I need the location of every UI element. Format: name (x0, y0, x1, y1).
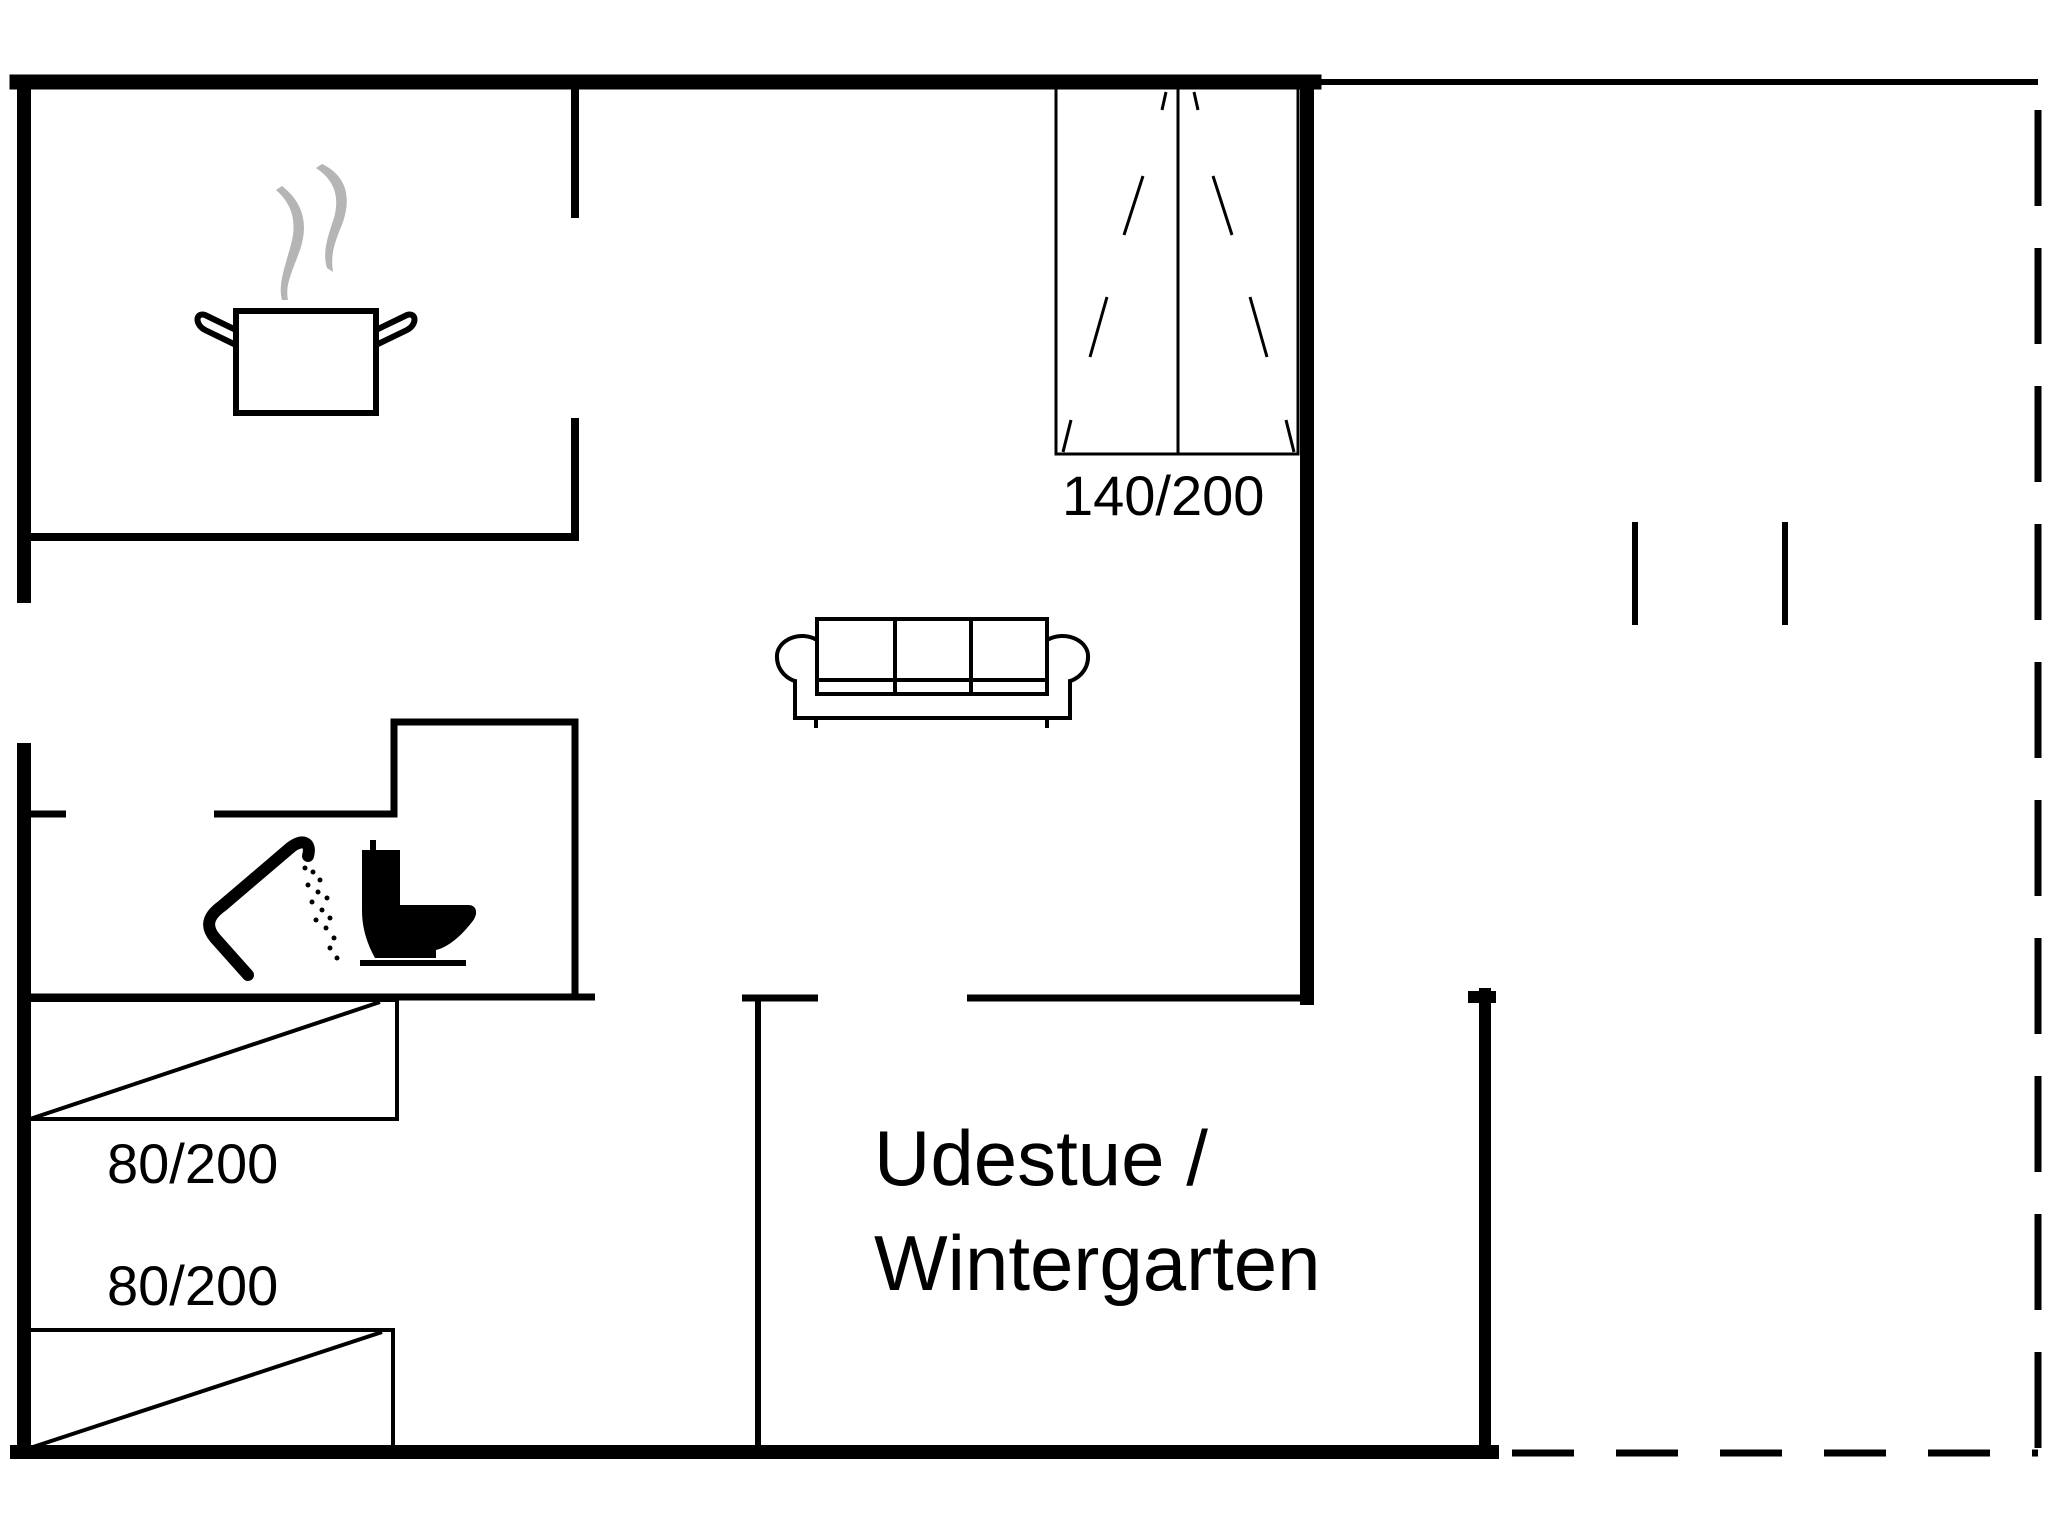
double-bed-size-label: 140/200 (1062, 464, 1264, 527)
single-bed-bottom (24, 1328, 395, 1450)
single-bed-bottom-size-label: 80/200 (107, 1254, 278, 1317)
bathroom-wall (214, 718, 579, 998)
conservatory-label-line2: Wintergarten (874, 1219, 1321, 1307)
double-bed (1054, 86, 1300, 456)
single-bed-top-size-label: 80/200 (107, 1132, 278, 1195)
kitchen (24, 82, 579, 541)
cooking-pot-icon (194, 164, 418, 416)
single-bed-top (24, 998, 399, 1121)
exterior-walls (9, 74, 1499, 1459)
shower-icon (203, 836, 340, 981)
sofa-icon (774, 617, 1091, 728)
conservatory-label-line1: Udestue / (874, 1114, 1208, 1202)
conservatory-walls (742, 994, 1312, 1452)
bathroom (24, 718, 595, 1001)
toilet-icon (360, 840, 477, 966)
terrace-outline (1314, 79, 2042, 1457)
